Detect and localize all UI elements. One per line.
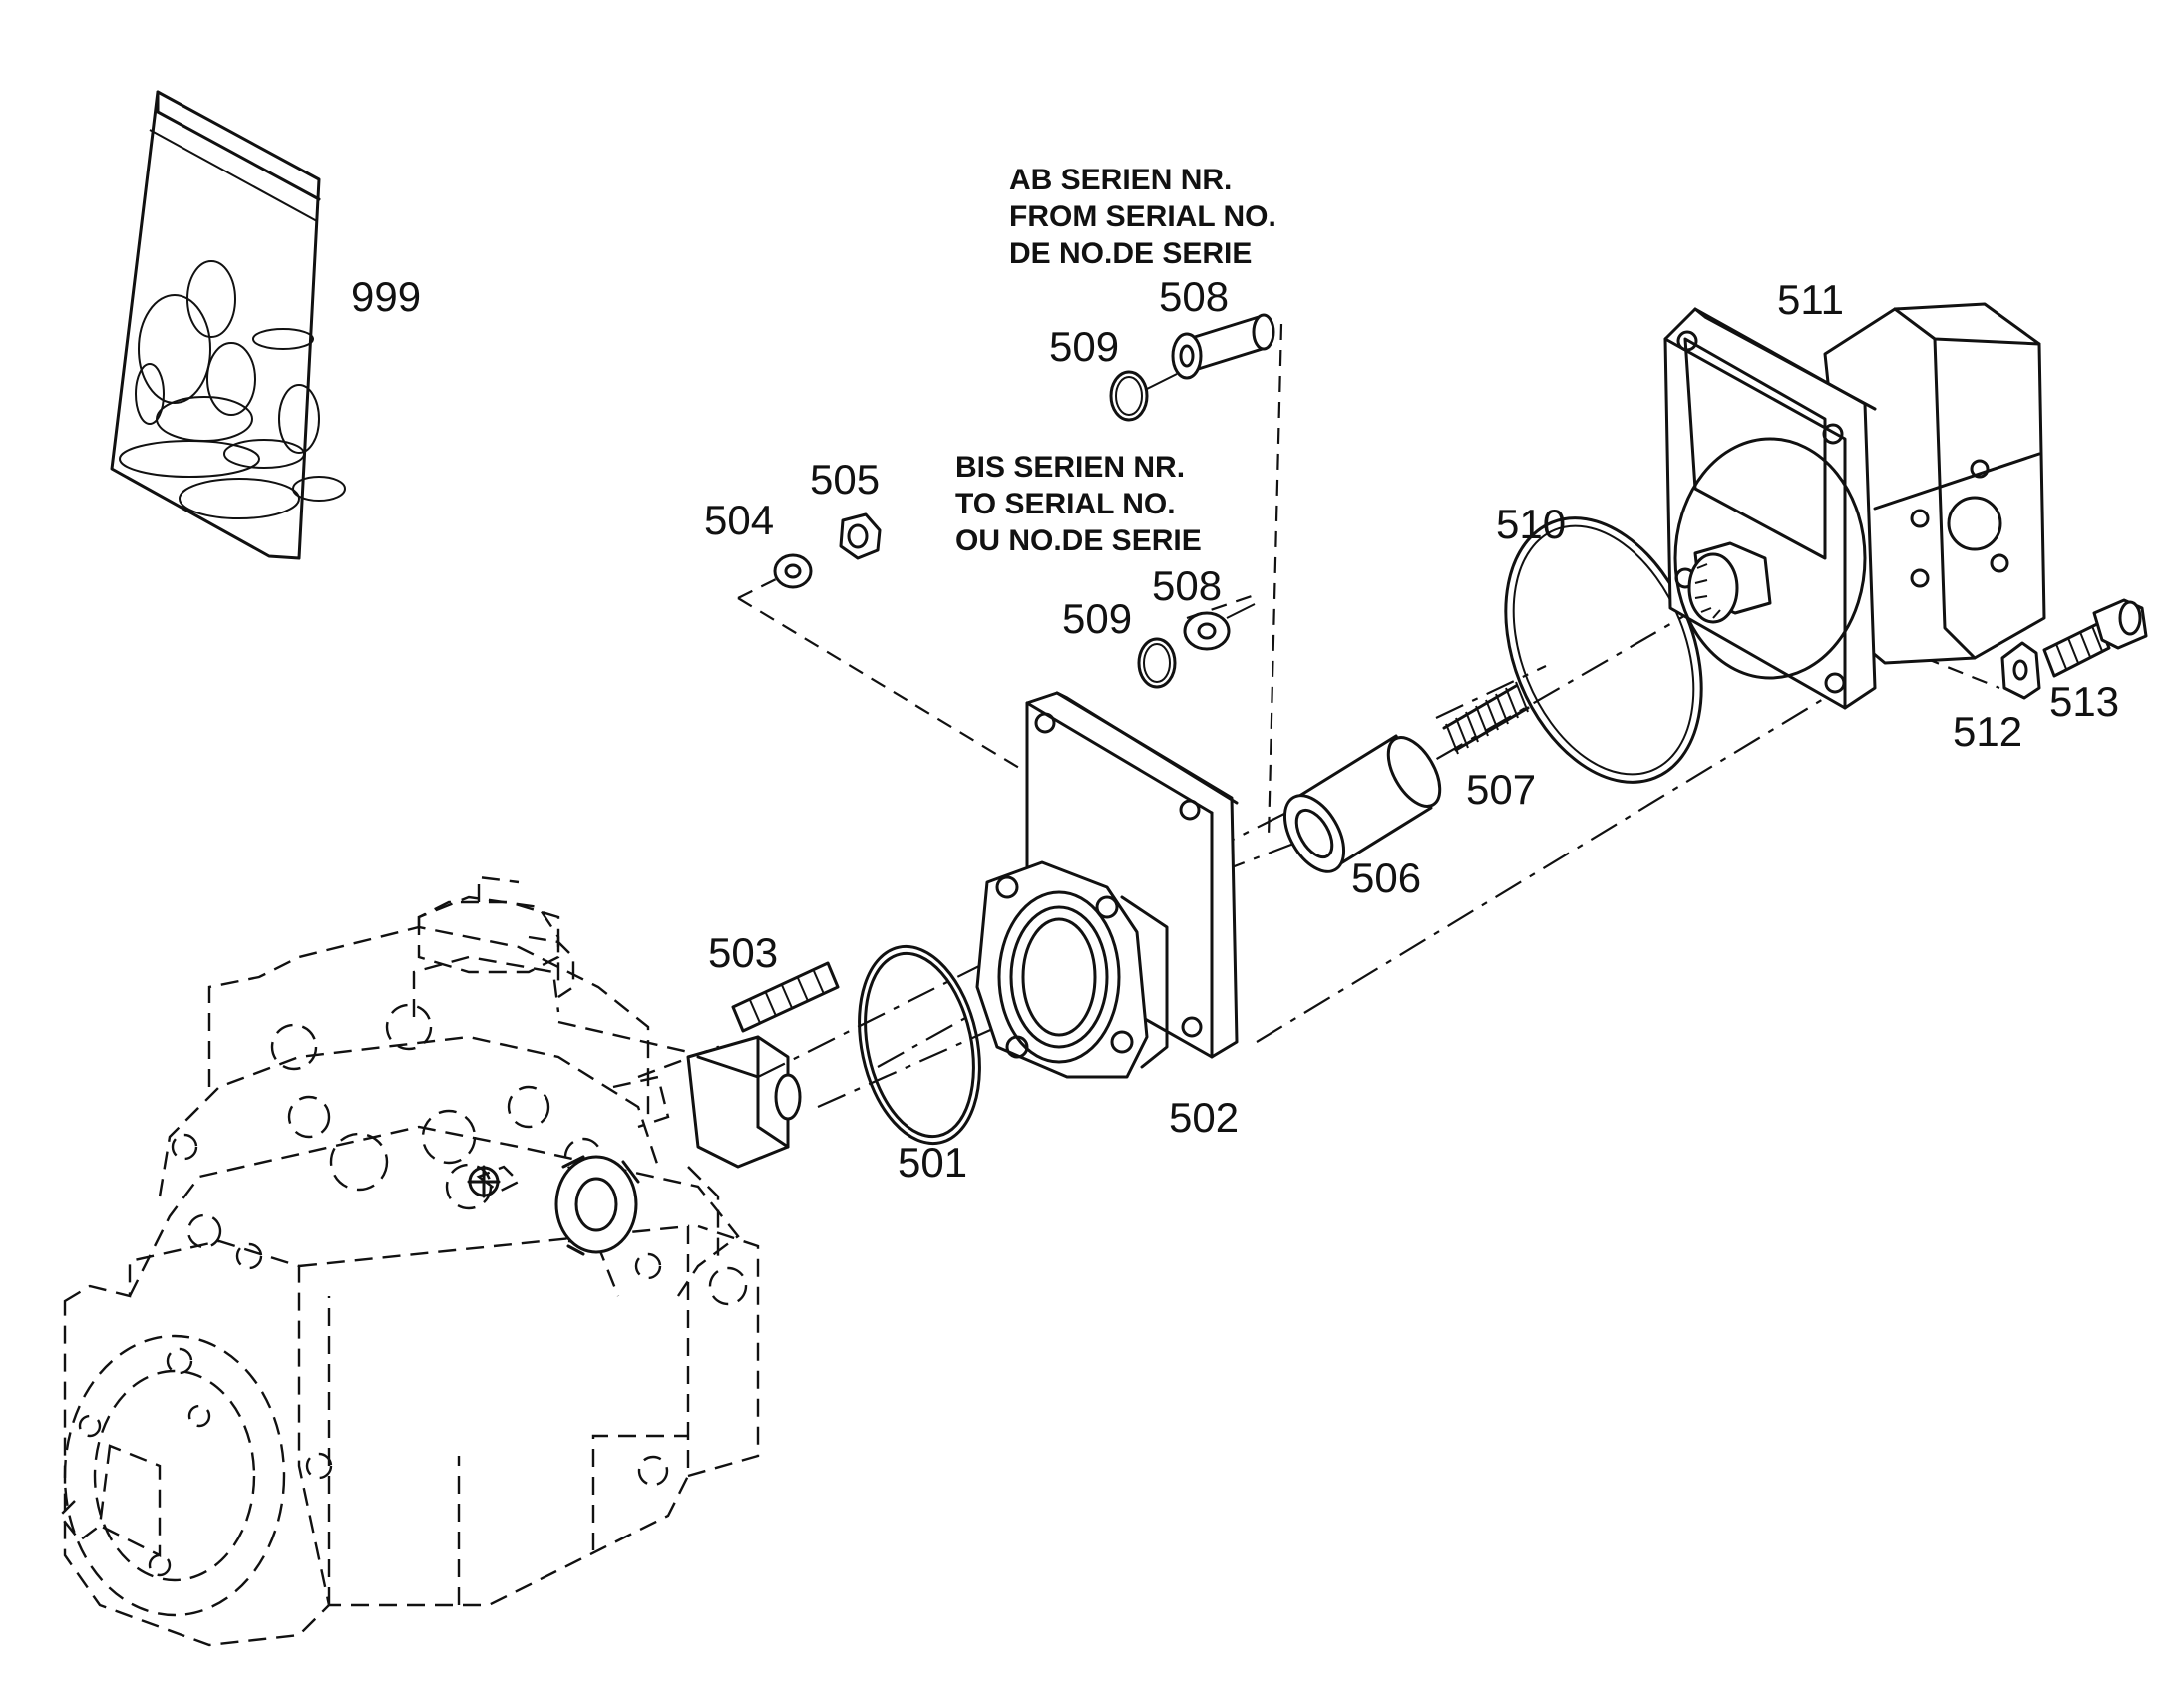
o-ring-501-inner [864,951,975,1139]
spring-507 [1442,681,1530,755]
callout-508-upper: 508 [1159,273,1229,320]
note-to-serial-line3: OU NO.DE SERIE [955,524,1202,557]
note-from-serial-line3: DE NO.DE SERIE [1009,237,1252,270]
seal-kit-bag-999 [110,90,346,560]
note-to-serial-line1: BIS SERIEN NR. [955,451,1185,484]
callout-508-lower: 508 [1152,562,1222,609]
note-from-serial: AB SERIEN NR. FROM SERIAL NO. DE NO.DE S… [1009,164,1276,270]
bushing-508-upper [1171,313,1275,380]
callout-502: 502 [1169,1094,1239,1141]
note-to-serial-line2: TO SERIAL NO. [955,488,1176,520]
leader-508-lower [1226,603,1256,619]
stud-503 [731,961,840,1033]
callout-506: 506 [1351,854,1421,901]
main-pump-ghost [58,895,789,1647]
callout-511: 511 [1777,276,1844,323]
screw-513 [2042,598,2148,678]
coupling-sleeve-506 [1282,734,1442,873]
callout-501: 501 [898,1139,967,1186]
callout-513: 513 [2049,678,2119,725]
gear-pump-511 [1663,302,2046,710]
note-from-serial-line2: FROM SERIAL NO. [1009,200,1276,233]
callout-504: 504 [704,497,774,543]
snap-ring-509-lower [1137,637,1177,689]
leader-509-upper [1146,373,1178,390]
washer-508-lower [1183,611,1231,651]
adapter-flange-502 [975,691,1239,1079]
nut-505 [839,512,882,560]
callout-999: 999 [351,273,421,320]
snap-ring-509-upper [1109,370,1149,422]
callout-507: 507 [1466,766,1536,813]
callout-510: 510 [1496,501,1566,547]
pump-control-solid [467,1035,802,1256]
note-from-serial-line1: AB SERIEN NR. [1009,164,1232,196]
pump-solenoid-ghost [417,875,575,998]
callout-512: 512 [1953,708,2022,755]
callout-509-upper: 509 [1049,323,1119,370]
callout-503: 503 [708,929,778,976]
callout-509-lower: 509 [1062,595,1132,642]
washer-512 [2000,641,2041,700]
washer-504 [773,553,813,589]
o-ring-501 [858,944,981,1146]
callout-505: 505 [810,456,880,503]
note-to-serial: BIS SERIEN NR. TO SERIAL NO. OU NO.DE SE… [955,451,1202,557]
o-ring-510-inner [1512,524,1695,776]
